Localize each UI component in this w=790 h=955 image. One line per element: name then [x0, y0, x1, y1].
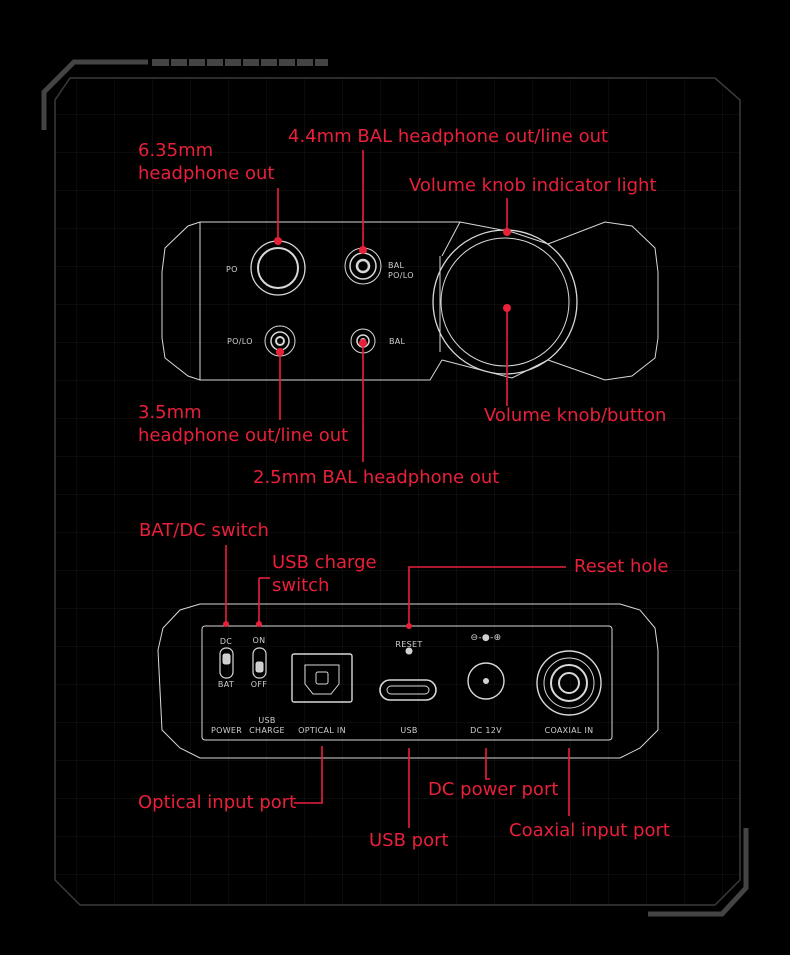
dot-bat-dc [223, 621, 229, 627]
label-dc-polarity: ⊖-●-⊕ [470, 633, 502, 643]
callout-dots [223, 228, 511, 629]
callout-lines [225, 150, 570, 828]
callout-usb-charge-line2: switch [272, 575, 330, 596]
callout-25-jack: 2.5mm BAL headphone out [253, 467, 500, 488]
dot-knob-light [503, 228, 511, 236]
label-on: ON [252, 636, 266, 645]
callout-35-line2: headphone out/line out [138, 425, 349, 446]
label-usb-charge-2: CHARGE [249, 726, 285, 735]
callout-usb-charge-line1: USB charge [272, 552, 377, 573]
dot-reset [406, 623, 412, 629]
dot-knob [503, 304, 511, 312]
callout-knob: Volume knob/button [484, 405, 667, 426]
label-bal-po-lo: PO/LO [388, 271, 414, 280]
callout-44-jack: 4.4mm BAL headphone out/line out [288, 126, 609, 147]
label-dc-12v: DC 12V [470, 726, 502, 735]
label-coaxial-in: COAXIAL IN [544, 726, 594, 735]
label-bal-25: BAL [389, 337, 406, 346]
label-po-lo: PO/LO [227, 337, 253, 346]
callout-635-line1: 6.35mm [138, 140, 214, 161]
callout-635-line2: headphone out [138, 163, 275, 184]
dot-25-jack [359, 339, 367, 347]
callout-usb-port: USB port [369, 830, 449, 851]
callout-35-line1: 3.5mm [138, 402, 202, 423]
label-power: POWER [211, 726, 243, 735]
dot-635-jack [274, 237, 282, 245]
frame-tick-bar [152, 59, 328, 66]
outer-frame [41, 59, 749, 917]
label-dc: DC [219, 637, 233, 646]
dot-44-jack [359, 246, 367, 254]
callout-coaxial-port: Coaxial input port [509, 820, 670, 841]
dot-35-jack [276, 348, 284, 356]
label-reset: RESET [395, 640, 423, 649]
callout-dc-port: DC power port [428, 779, 559, 800]
callout-optical-port: Optical input port [138, 792, 297, 813]
callout-bat-dc-switch: BAT/DC switch [139, 520, 269, 541]
callout-reset-hole: Reset hole [574, 556, 669, 577]
label-bal: BAL [388, 261, 405, 270]
label-usb-charge-1: USB [258, 716, 276, 725]
label-bat: BAT [217, 680, 235, 689]
callout-knob-light: Volume knob indicator light [409, 175, 657, 196]
dot-usb-charge [256, 621, 262, 627]
label-optical-in: OPTICAL IN [298, 726, 346, 735]
label-off: OFF [250, 680, 268, 689]
label-usb: USB [400, 726, 418, 735]
label-po: PO [226, 265, 238, 274]
